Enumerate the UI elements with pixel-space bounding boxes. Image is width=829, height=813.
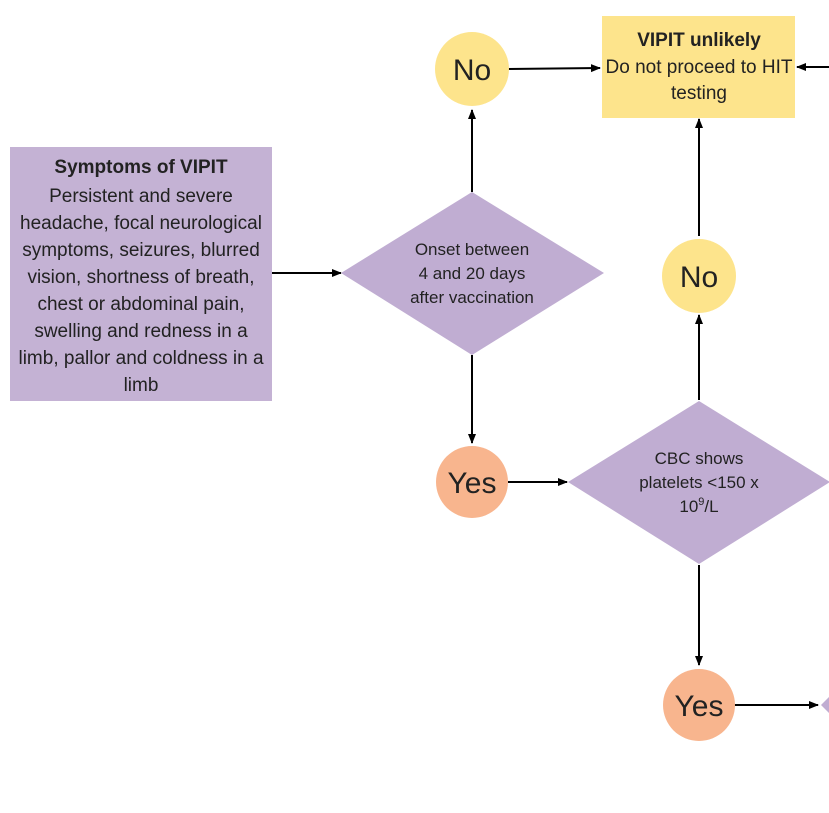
symptoms-box-background (10, 147, 272, 401)
cbc-line-3-suffix: /L (704, 497, 718, 516)
symptoms-line-8: limb (124, 375, 159, 396)
node-no-right-label: No (680, 261, 718, 294)
symptoms-line-4: vision, shortness of breath, (27, 267, 254, 288)
cbc-decision-diamond (568, 401, 829, 564)
node-no-top-label: No (453, 54, 491, 87)
cbc-line-1: CBC shows (655, 449, 744, 468)
outcome-box: VIPIT unlikely Do not proceed to HIT tes… (602, 16, 795, 118)
outcome-line-2: testing (671, 83, 727, 104)
cbc-line-3: 109/L (679, 496, 718, 516)
node-no-top: No (435, 32, 509, 106)
outcome-title: VIPIT unlikely (637, 30, 761, 51)
onset-line-3: after vaccination (410, 288, 534, 307)
outcome-line-1: Do not proceed to HIT (606, 57, 793, 78)
symptoms-line-6: swelling and redness in a (34, 321, 248, 342)
symptoms-box: Symptoms of VIPIT Persistent and severe … (10, 147, 272, 401)
cbc-line-2: platelets <150 x (639, 473, 759, 492)
arrow-no-to-outcome (507, 64, 601, 73)
node-yes-bottom-circle (663, 669, 735, 741)
symptoms-line-5: chest or abdominal pain, (37, 294, 244, 315)
node-yes-left: Yes (436, 446, 508, 518)
cbc-line-3-superscript: 9 (698, 496, 704, 508)
symptoms-title: Symptoms of VIPIT (54, 157, 228, 178)
onset-line-1: Onset between (415, 240, 529, 259)
node-yes-left-label: Yes (448, 467, 497, 500)
symptoms-line-2: headache, focal neurological (20, 213, 262, 234)
node-no-right: No (662, 239, 736, 313)
connectors (272, 63, 829, 709)
next-decision-edge (821, 697, 829, 713)
symptoms-line-7: limb, pallor and coldness in a (18, 348, 263, 369)
onset-decision: Onset between 4 and 20 days after vaccin… (341, 192, 604, 355)
cbc-decision: CBC shows platelets <150 x 109/L (568, 401, 829, 564)
symptoms-line-3: symptoms, seizures, blurred (22, 240, 260, 261)
node-yes-bottom: Yes (663, 669, 735, 741)
node-yes-bottom-label: Yes (675, 690, 724, 723)
outcome-box-background (602, 16, 795, 118)
node-no-top-circle (435, 32, 509, 106)
onset-line-2: 4 and 20 days (419, 264, 526, 283)
cbc-line-3-base: 10 (679, 497, 698, 516)
node-yes-left-circle (436, 446, 508, 518)
onset-decision-diamond (341, 192, 604, 355)
node-no-right-circle (662, 239, 736, 313)
symptoms-line-1: Persistent and severe (49, 186, 233, 207)
